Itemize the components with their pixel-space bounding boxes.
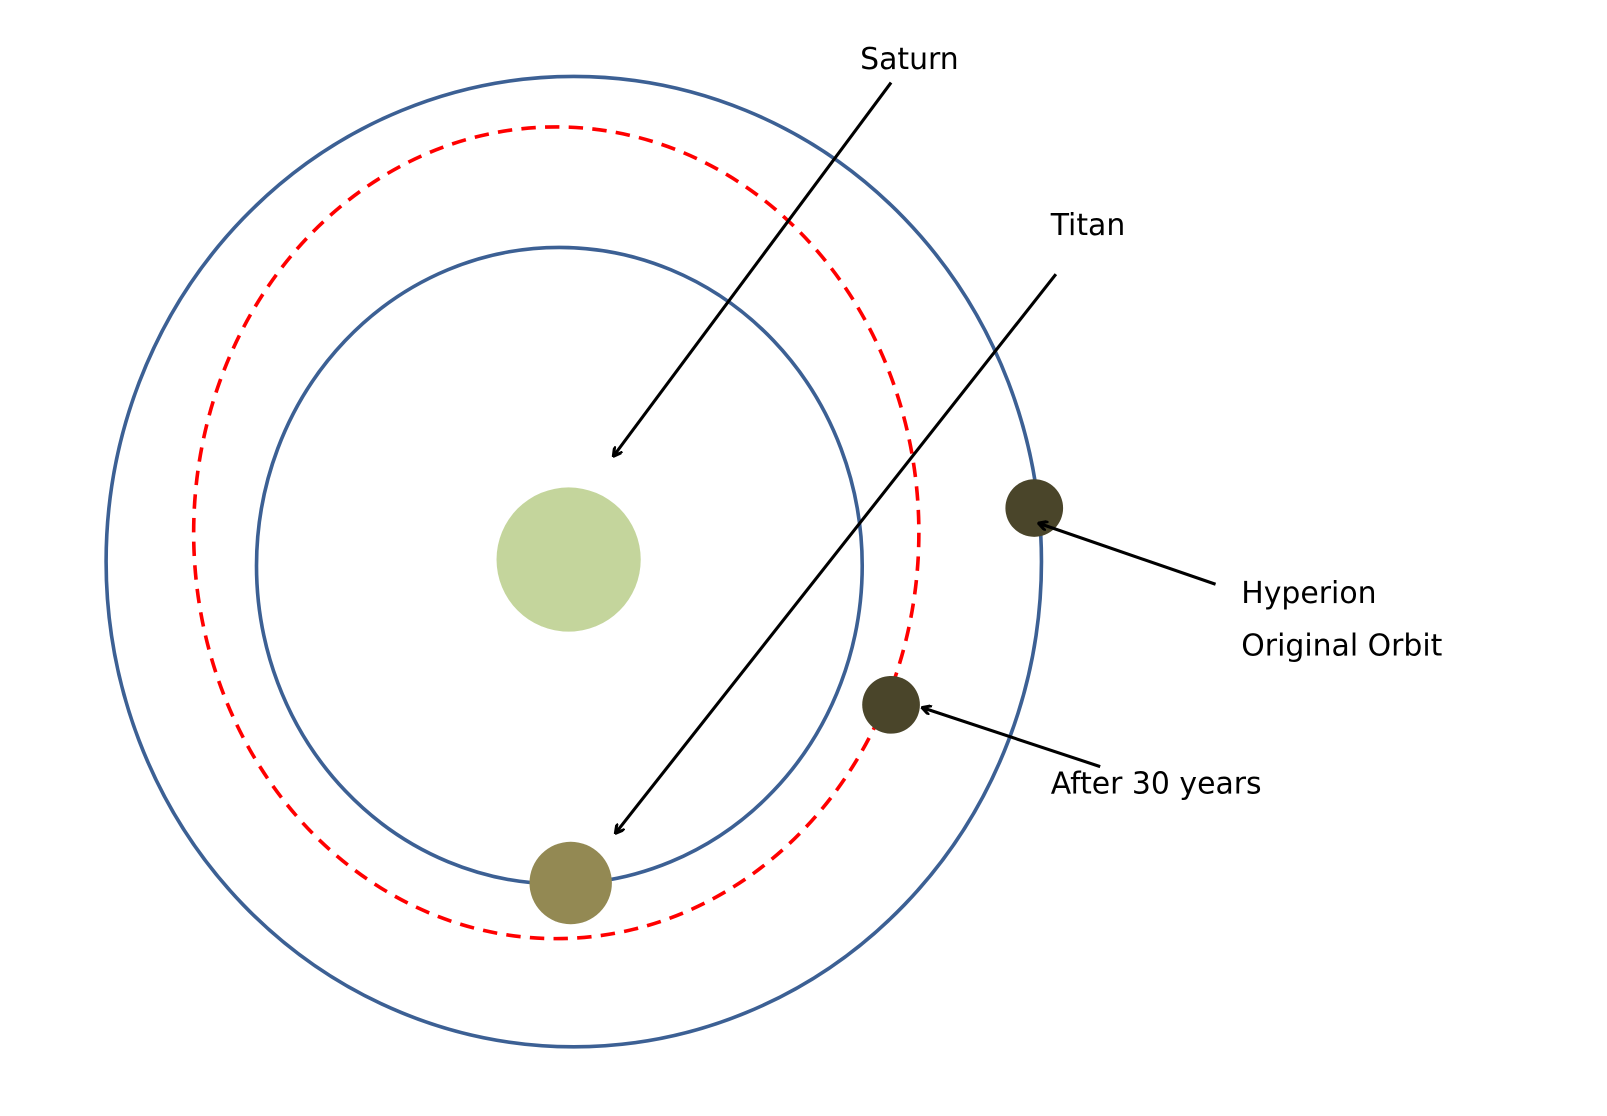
hyperion-original-orbit bbox=[104, 74, 1044, 1049]
hyperion-new-orbit-dashed bbox=[191, 125, 921, 941]
original-orbit-label: Original Orbit bbox=[1241, 628, 1442, 663]
saturn-arrow bbox=[614, 81, 893, 456]
hyperion-label: Hyperion bbox=[1241, 576, 1376, 611]
titan-arrow bbox=[616, 273, 1058, 832]
titan-moon bbox=[529, 841, 612, 925]
saturn-label: Saturn bbox=[860, 42, 959, 77]
saturn-planet bbox=[496, 487, 641, 632]
after-30-years-label: After 30 years bbox=[1051, 766, 1262, 801]
hyperion-moon-after bbox=[862, 675, 920, 734]
hyperion-arrow bbox=[1039, 523, 1217, 586]
titan-label: Titan bbox=[1050, 208, 1126, 243]
after-arrow bbox=[923, 708, 1101, 769]
